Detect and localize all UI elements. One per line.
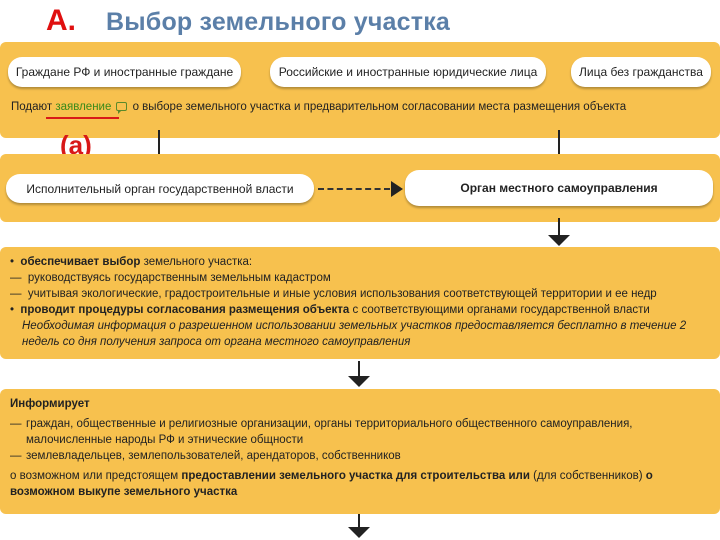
bullet-marker: •	[10, 256, 21, 268]
section-marker: A.	[46, 4, 76, 37]
state-authority-label: Исполнительный орган государственной вла…	[26, 181, 294, 196]
application-suffix: о выборе земельного участка и предварите…	[132, 101, 627, 113]
applicant-legal-entities-label: Российские и иностранные юридические лиц…	[278, 65, 538, 79]
sub-conditions: учитывая экологические, градостроительны…	[27, 288, 657, 300]
dash-marker: —	[10, 450, 22, 462]
bullet2-bold: проводит процедуры согласования размещен…	[20, 304, 350, 316]
sub-cadastre: руководствуясь государственным земельным…	[27, 272, 331, 284]
selection-panel	[0, 247, 720, 359]
page-title: Выбор земельного участка	[106, 8, 451, 36]
arrow-stem-right	[558, 130, 560, 160]
inform-p2: предоставлении земельного участка для ст…	[181, 470, 530, 482]
dash-marker: —	[10, 288, 28, 300]
applicant-stateless: Лица без гражданства	[571, 57, 711, 87]
applicant-citizens-label: Граждане РФ и иностранные граждане	[15, 65, 234, 79]
applicant-citizens: Граждане РФ и иностранные граждане	[8, 57, 241, 87]
inform-p1: о возможном или предстоящем	[10, 470, 179, 482]
arrow-stem-5	[358, 514, 360, 528]
arrow-right-icon	[391, 181, 403, 197]
arrow-down-4-icon	[348, 376, 370, 387]
applicant-legal-entities: Российские и иностранные юридические лиц…	[270, 57, 546, 87]
application-link[interactable]: заявление	[55, 101, 112, 113]
dashed-connector	[318, 188, 390, 190]
bullet-marker: •	[10, 304, 21, 316]
bullet1-rest: земельного участка:	[143, 256, 253, 268]
comment-icon	[116, 102, 128, 114]
local-government-label: Орган местного самоуправления	[460, 181, 658, 195]
inform-p3: (для собственников)	[533, 470, 643, 482]
local-government-box: Орган местного самоуправления	[405, 170, 713, 206]
arrow-stem-4	[358, 361, 360, 377]
free-info-note: Необходимая информация о разрешенном исп…	[22, 320, 687, 348]
application-prefix: Подают	[11, 101, 53, 113]
red-underline	[46, 117, 119, 119]
inform-p4: о возможном выкупе земельного участка	[10, 470, 653, 498]
arrow-down-3-icon	[548, 235, 570, 246]
dash-marker: —	[10, 418, 22, 430]
inform-heading: Информирует	[10, 398, 90, 410]
inform-content: Информирует — граждан, общественные и ре…	[10, 396, 714, 500]
inform-sub-owners: землевладельцев, землепользователей, аре…	[26, 450, 401, 462]
arrow-stem-3	[558, 218, 560, 236]
inform-paragraph: о возможном или предстоящем предоставлен…	[10, 468, 686, 500]
bullet2-rest: с соответствующими органами государствен…	[352, 304, 650, 316]
dash-marker: —	[10, 272, 28, 284]
arrow-stem-left	[158, 130, 160, 160]
state-authority-box: Исполнительный орган государственной вла…	[6, 174, 314, 203]
selection-content: • обеспечивает выбор земельного участка:…	[10, 254, 714, 350]
applicant-stateless-label: Лица без гражданства	[579, 65, 703, 79]
inform-sub-organisations: граждан, общественные и религиозные орга…	[26, 418, 633, 446]
bullet1-bold: обеспечивает выбор	[20, 256, 141, 268]
arrow-down-5-icon	[348, 527, 370, 538]
application-line: Подают заявление о выборе земельного уча…	[11, 99, 716, 115]
inform-panel	[0, 389, 720, 514]
